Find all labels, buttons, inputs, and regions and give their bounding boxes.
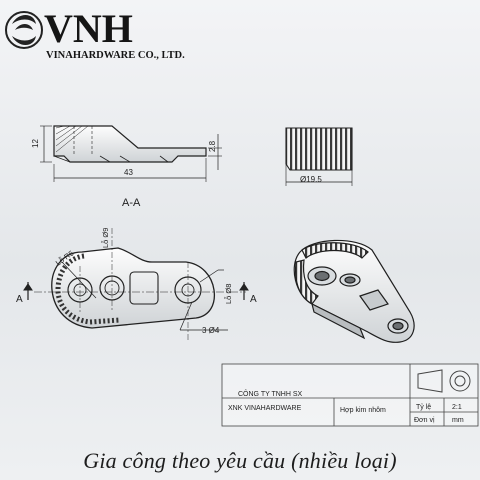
section-marker-right: A <box>250 294 257 305</box>
dim-hole-top: Lỗ Ø9 <box>101 228 110 248</box>
projection-trapezoid-icon <box>417 369 443 393</box>
section-arrow-left-icon <box>23 283 33 291</box>
dim-diameter-knurl: Ø19.5 <box>300 175 322 184</box>
logo-swirl-icon <box>12 15 36 24</box>
section-marker-left: A <box>16 294 23 305</box>
dim-thickness: 2.8 <box>208 140 217 152</box>
scale-label: Tỷ lệ <box>416 404 431 411</box>
dim-height: 12 <box>31 139 40 148</box>
title-block <box>221 363 479 427</box>
dim-length: 43 <box>124 168 133 177</box>
company-line2: XNK VINAHARDWARE <box>228 405 302 412</box>
iso-view <box>293 239 415 343</box>
section-title: A-A <box>122 197 141 209</box>
logo-ring-icon <box>5 11 43 49</box>
iso-knurl-top <box>301 242 369 259</box>
company-line1: CÔNG TY TNHH SX <box>238 389 303 398</box>
projection-circle-icon <box>449 370 471 392</box>
section-profile <box>53 125 207 163</box>
plan-outline <box>51 247 216 329</box>
knurled-cylinder <box>285 127 353 171</box>
scale-value: 2:1 <box>452 404 462 411</box>
plan-view <box>23 228 249 342</box>
section-arrow-right-icon <box>239 283 249 291</box>
iso-knurl-side <box>294 259 319 305</box>
brand-name: VNH <box>44 6 133 51</box>
dim-hole-right: Lỗ Ø8 <box>224 284 233 304</box>
section-hatching <box>55 125 89 153</box>
knurl-view <box>285 127 353 186</box>
unit-value: mm <box>452 417 464 424</box>
brand-logo: VNH VINAHARDWARE CO., LTD. <box>5 6 185 61</box>
tagline: Gia công theo yêu cầu (nhiều loại) <box>83 448 397 473</box>
material-label: Hợp kim nhôm <box>340 407 386 414</box>
slot-rect <box>129 271 159 305</box>
plan-knurl-edge <box>55 253 121 325</box>
brand-company: VINAHARDWARE CO., LTD. <box>46 50 185 61</box>
iso-slot <box>359 289 389 311</box>
unit-label: Đơn vị <box>414 417 435 424</box>
dim-hole-bottom: 3 Ø4 <box>202 326 220 335</box>
section-view <box>40 125 222 182</box>
